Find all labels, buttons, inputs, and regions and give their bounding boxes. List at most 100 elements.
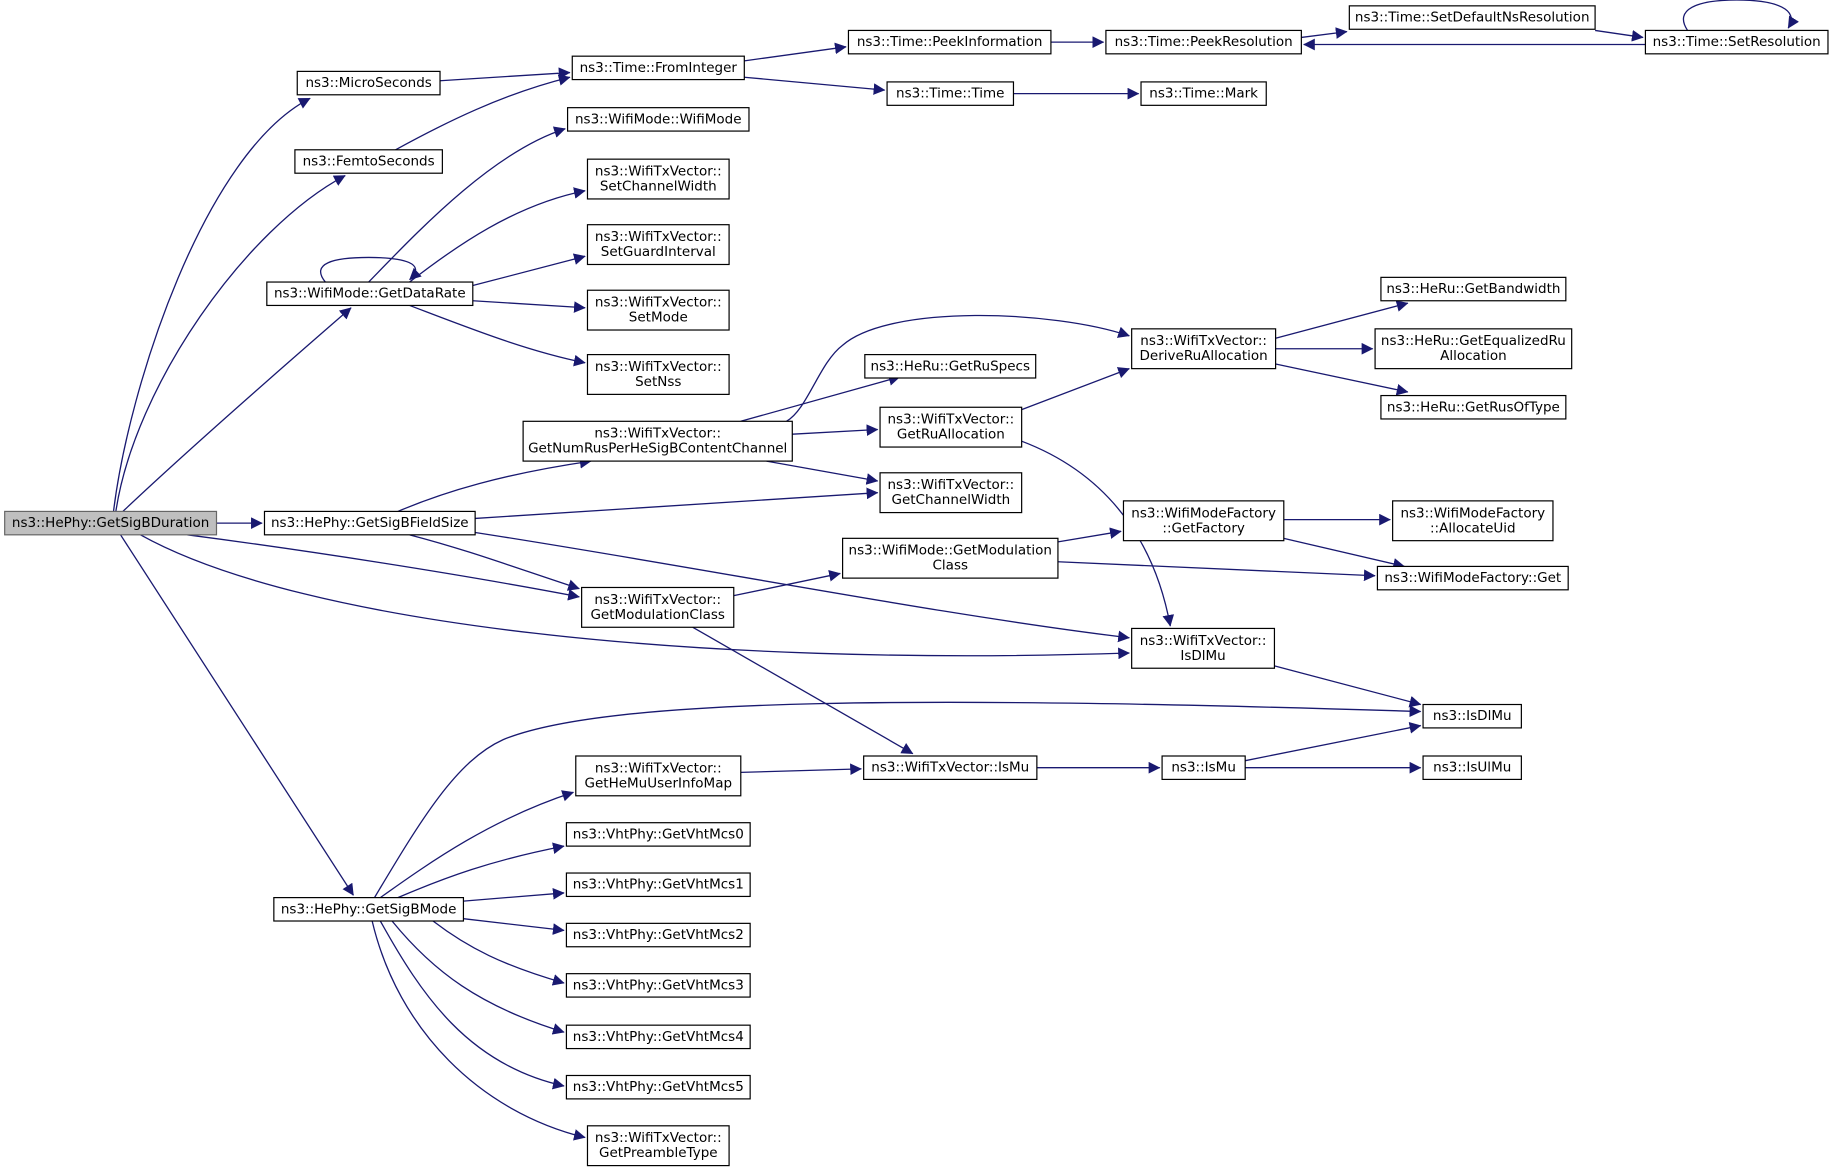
node-box	[1422, 755, 1522, 781]
node-label: GetPreambleType	[599, 1145, 718, 1161]
node-box	[864, 353, 1037, 379]
node-label: ns3::HeRu::GetRuSpecs	[871, 358, 1030, 374]
node-box	[586, 289, 730, 331]
edge-getnumrus-to-getcw	[767, 461, 879, 485]
node-femto[interactable]: ns3::FemtoSeconds	[294, 149, 443, 174]
node-getfactory[interactable]: ns3::WifiModeFactory::GetFactory	[1122, 500, 1285, 542]
edge-arrow	[369, 126, 566, 282]
node-wmfget[interactable]: ns3::WifiModeFactory::Get	[1376, 565, 1569, 591]
node-label: ns3::WifiMode::GetDataRate	[274, 286, 466, 302]
node-vht4[interactable]: ns3::VhtPhy::GetVhtMcs4	[565, 1024, 751, 1050]
node-label: ns3::HeRu::GetEqualizedRu	[1381, 333, 1566, 349]
node-peekres[interactable]: ns3::Time::PeekResolution	[1105, 29, 1302, 55]
node-setgi[interactable]: ns3::WifiTxVector::SetGuardInterval	[586, 224, 730, 266]
node-timetime[interactable]: ns3::Time::Time	[886, 81, 1015, 106]
node-allocuid[interactable]: ns3::WifiModeFactory::AllocateUid	[1392, 500, 1554, 542]
node-ismu[interactable]: ns3::IsMu	[1161, 755, 1246, 781]
node-box	[863, 755, 1038, 781]
node-derive[interactable]: ns3::WifiTxVector::DeriveRuAllocation	[1131, 328, 1277, 370]
node-getdr[interactable]: ns3::WifiMode::GetDataRate	[266, 281, 474, 307]
edge-getsigbmode-to-vht2	[463, 919, 565, 935]
edge-arrow	[1274, 666, 1422, 708]
node-box	[522, 420, 793, 462]
node-label: ns3::Time::SetResolution	[1653, 34, 1821, 50]
node-setcw[interactable]: ns3::WifiTxVector::SetChannelWidth	[586, 158, 730, 200]
node-label: ns3::WifiTxVector::	[595, 229, 722, 245]
edge-arrow	[398, 456, 592, 511]
node-getsigbfs[interactable]: ns3::HePhy::GetSigBFieldSize	[263, 510, 476, 536]
node-micro[interactable]: ns3::MicroSeconds	[296, 70, 441, 96]
node-wmgetmc[interactable]: ns3::WifiMode::GetModulationClass	[842, 537, 1059, 579]
edge-arrow	[693, 627, 914, 753]
node-box	[294, 149, 443, 174]
node-wifimode[interactable]: ns3::WifiMode::WifiMode	[566, 107, 750, 132]
node-box	[273, 897, 465, 922]
node-setnss[interactable]: ns3::WifiTxVector::SetNss	[586, 353, 730, 395]
node-getsigbmode[interactable]: ns3::HePhy::GetSigBMode	[273, 897, 465, 922]
node-label: ns3::WifiTxVector::	[594, 426, 721, 442]
node-label: ns3::VhtPhy::GetVhtMcs5	[573, 1079, 744, 1095]
node-box	[1105, 29, 1302, 55]
node-box	[565, 872, 751, 898]
node-vht1[interactable]: ns3::VhtPhy::GetVhtMcs1	[565, 872, 751, 898]
edge-arrow	[372, 921, 586, 1141]
node-box	[266, 281, 474, 307]
nodes-layer: ns3::HePhy::GetSigBDuration ns3::MicroSec…	[4, 5, 1829, 1167]
edge-arrow	[140, 535, 1130, 660]
node-getruspecs[interactable]: ns3::HeRu::GetRuSpecs	[864, 353, 1037, 379]
node-vht2[interactable]: ns3::VhtPhy::GetVhtMcs2	[565, 922, 751, 948]
node-getrualloc[interactable]: ns3::WifiTxVector::GetRuAllocation	[879, 406, 1023, 448]
edge-getdr-to-setcw	[410, 187, 586, 282]
node-vht3[interactable]: ns3::VhtPhy::GetVhtMcs3	[565, 973, 751, 998]
node-getcw[interactable]: ns3::WifiTxVector::GetChannelWidth	[879, 472, 1023, 514]
node-isdlmu[interactable]: ns3::IsDlMu	[1422, 703, 1522, 729]
node-root[interactable]: ns3::HePhy::GetSigBDuration	[4, 510, 218, 536]
node-label: Allocation	[1440, 348, 1507, 364]
edge-wmgetmc-to-getfactory	[1058, 527, 1122, 542]
edge-arrow	[1058, 562, 1376, 582]
edge-root-to-txisdlmu	[140, 535, 1130, 660]
node-label: ns3::Time::Mark	[1149, 86, 1258, 102]
edge-arrow	[1022, 367, 1130, 410]
edge-getsigbmode-to-getmuinfo	[380, 790, 574, 897]
node-setmode[interactable]: ns3::WifiTxVector::SetMode	[586, 289, 730, 331]
node-peekinfo[interactable]: ns3::Time::PeekInformation	[847, 29, 1052, 55]
node-mark[interactable]: ns3::Time::Mark	[1140, 81, 1267, 106]
node-setdef[interactable]: ns3::Time::SetDefaultNsResolution	[1348, 5, 1596, 30]
node-getpre[interactable]: ns3::WifiTxVector::GetPreambleType	[586, 1125, 730, 1167]
node-txgetmc[interactable]: ns3::WifiTxVector::GetModulationClass	[581, 586, 735, 628]
node-vht0[interactable]: ns3::VhtPhy::GetVhtMcs0	[565, 822, 751, 847]
node-getbw[interactable]: ns3::HeRu::GetBandwidth	[1380, 276, 1567, 302]
edge-peekres-to-setdef	[1301, 27, 1348, 39]
node-setres[interactable]: ns3::Time::SetResolution	[1644, 29, 1829, 55]
node-box	[4, 510, 218, 536]
node-label: ns3::Time::Time	[896, 86, 1004, 102]
node-box	[565, 1024, 751, 1050]
edge-getdr-to-setnss	[410, 305, 586, 367]
node-txisdlmu[interactable]: ns3::WifiTxVector::IsDlMu	[1131, 627, 1276, 669]
edge-getdr-to-wifimode	[369, 126, 566, 282]
node-vht5[interactable]: ns3::VhtPhy::GetVhtMcs5	[565, 1074, 751, 1100]
node-box	[296, 70, 441, 96]
node-box	[1131, 328, 1277, 370]
node-label: ns3::HeRu::GetBandwidth	[1386, 281, 1560, 297]
edge-arrow	[744, 77, 886, 95]
edge-setdef-to-setres	[1595, 30, 1644, 42]
node-fromint[interactable]: ns3::Time::FromInteger	[571, 55, 745, 81]
edge-ismu-to-isdlmu	[1245, 722, 1422, 761]
edge-arrow	[475, 532, 1130, 643]
edge-arrow	[473, 301, 586, 313]
node-isulmu[interactable]: ns3::IsUlMu	[1422, 755, 1522, 781]
node-txismu[interactable]: ns3::WifiTxVector::IsMu	[863, 755, 1038, 781]
node-label: GetNumRusPerHeSigBContentChannel	[528, 441, 787, 457]
edge-arrow	[473, 253, 586, 285]
edge-txgetmc-to-txismu	[693, 627, 914, 753]
edge-arrow	[463, 919, 565, 935]
node-label: ::GetFactory	[1162, 520, 1244, 536]
edge-arrow	[1276, 300, 1409, 338]
edge-arrow	[1683, 0, 1800, 30]
node-getmuinfo[interactable]: ns3::WifiTxVector::GetHeMuUserInfoMap	[575, 755, 742, 797]
node-getrusoftype[interactable]: ns3::HeRu::GetRusOfType	[1380, 394, 1567, 420]
node-getnumrus[interactable]: ns3::WifiTxVector::GetNumRusPerHeSigBCon…	[522, 420, 793, 462]
